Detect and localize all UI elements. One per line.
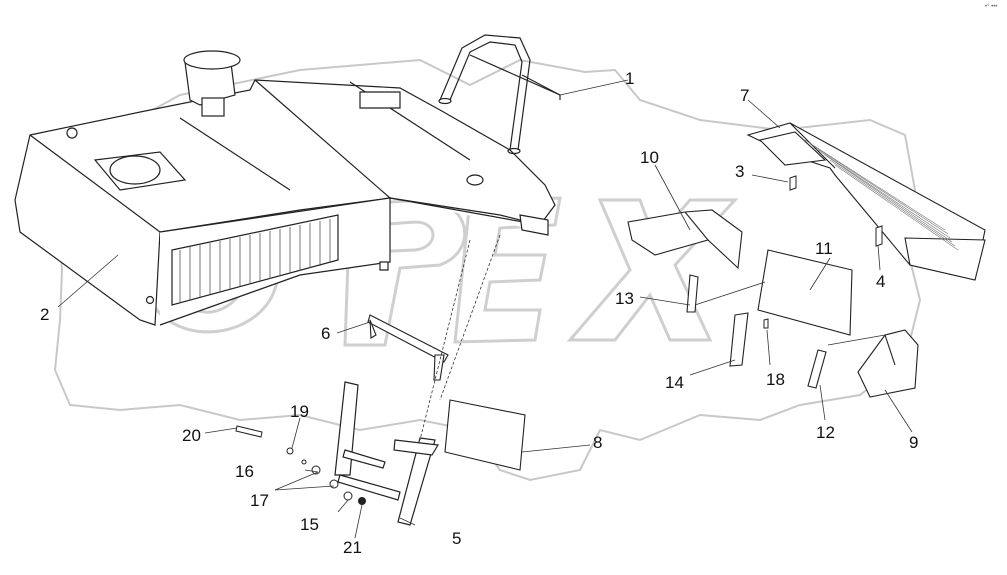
callout-13: 13: [615, 289, 634, 308]
part-7-top-cover: [746, 122, 986, 281]
part-6-crossbar: [367, 314, 449, 381]
part-4-bracket: [875, 225, 883, 247]
callout-16: 16: [235, 462, 254, 481]
part-18-pin: [763, 318, 769, 329]
part-3-bracket: [789, 175, 797, 191]
leader-lines: [57, 79, 913, 539]
callout-20: 20: [182, 426, 201, 445]
callout-21: 21: [343, 538, 362, 557]
callout-19: 19: [290, 402, 309, 421]
part-1-roll-bar: [438, 34, 561, 155]
callout-15: 15: [300, 515, 319, 534]
part-13-strip: [686, 274, 699, 313]
callout-7: 7: [740, 86, 750, 105]
part-12-strip: [807, 349, 827, 389]
part-11-panel: [757, 249, 853, 336]
callout-2: 2: [40, 305, 50, 324]
watermark-gear-outline: [53, 58, 922, 482]
callout-5: 5: [452, 529, 462, 548]
corner-mark: •° •••: [985, 4, 997, 10]
part-9-side-panel: [857, 329, 919, 398]
callout-6: 6: [321, 324, 331, 343]
part-14-strip: [729, 312, 749, 367]
part-8-plate: [444, 399, 526, 471]
callout-12: 12: [816, 423, 835, 442]
part-5-frame: [334, 381, 439, 526]
callout-9: 9: [909, 433, 919, 452]
part-2-hood: [14, 50, 556, 326]
part-10-side-panel: [627, 209, 743, 270]
callout-14: 14: [665, 373, 684, 392]
callout-10: 10: [640, 148, 659, 167]
callout-1: 1: [625, 69, 635, 88]
callout-4: 4: [876, 272, 886, 291]
callout-8: 8: [593, 433, 603, 452]
callout-17: 17: [250, 491, 269, 510]
callout-3: 3: [735, 162, 745, 181]
callout-11: 11: [815, 239, 833, 258]
callout-18: 18: [766, 370, 785, 389]
